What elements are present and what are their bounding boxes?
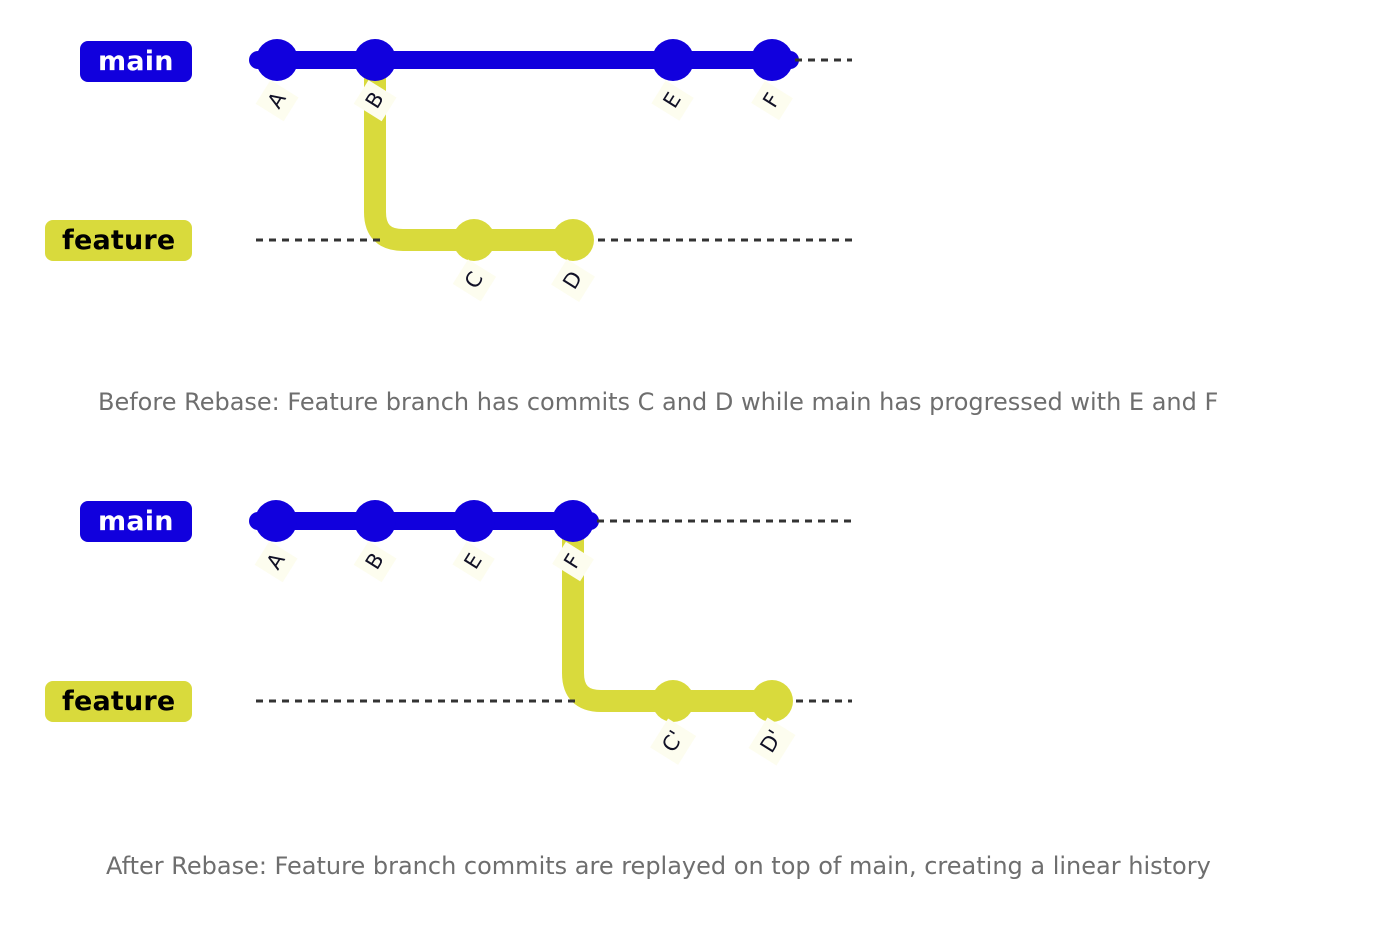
d2-branch-badge-feature[interactable]: feature	[45, 681, 193, 722]
d1-commit-label-f-text: F	[751, 80, 793, 121]
d1-commit-node-d[interactable]	[552, 219, 594, 261]
d2-branch-badge-main-label: main	[98, 506, 174, 537]
d1-commit-node-e[interactable]	[652, 39, 694, 81]
d2-commit-node-c-prime[interactable]	[652, 680, 694, 722]
d1-commit-label-e-text: E	[651, 80, 695, 121]
caption-before-rebase: Before Rebase: Feature branch has commit…	[98, 388, 1219, 416]
d1-commit-label-e: E	[649, 80, 697, 121]
d1-commit-node-a[interactable]	[256, 39, 298, 81]
d1-branch-badge-feature[interactable]: feature	[45, 220, 193, 261]
d1-commit-label-d: D	[549, 258, 597, 303]
d2-branch-badge-feature-label: feature	[62, 686, 176, 717]
d2-branch-badge-main[interactable]: main	[80, 501, 192, 542]
d2-commit-label-a-text: A	[254, 540, 298, 583]
d2-commit-label-f: F	[549, 541, 597, 582]
d1-branch-badge-feature-label: feature	[62, 225, 176, 256]
d1-commit-node-f[interactable]	[751, 39, 793, 81]
d1-feature-branch-line	[364, 60, 573, 251]
d2-commit-label-b-text: B	[353, 540, 397, 583]
d1-commit-node-c[interactable]	[453, 219, 495, 261]
d1-commit-label-f: F	[748, 80, 796, 121]
d1-commit-label-a-text: A	[255, 79, 299, 122]
d1-commit-node-b[interactable]	[354, 39, 396, 81]
d2-commit-node-f[interactable]	[552, 500, 594, 542]
d2-commit-label-b: B	[351, 540, 399, 583]
d1-branch-badge-main-label: main	[98, 46, 174, 77]
d1-commit-label-c-text: C	[452, 259, 496, 302]
d1-commit-label-c: C	[450, 259, 498, 302]
d2-commit-label-d-prime: D'	[748, 717, 796, 766]
d2-commit-node-d-prime[interactable]	[751, 680, 793, 722]
d1-commit-label-a: A	[253, 79, 301, 122]
d2-commit-label-c-prime-text: C'	[649, 718, 697, 765]
d2-commit-node-a[interactable]	[255, 500, 297, 542]
d2-feature-branch-line	[562, 521, 772, 712]
d2-commit-node-e[interactable]	[453, 500, 495, 542]
d2-commit-label-f-text: F	[552, 541, 594, 582]
d1-branch-badge-main[interactable]: main	[80, 41, 192, 82]
caption-after-rebase: After Rebase: Feature branch commits are…	[106, 852, 1211, 880]
d1-commit-label-b-text: B	[353, 79, 397, 122]
d2-commit-label-a: A	[252, 540, 300, 583]
d2-commit-node-b[interactable]	[354, 500, 396, 542]
d2-commit-label-e-text: E	[452, 541, 496, 582]
d2-commit-label-c-prime: C'	[649, 718, 697, 765]
d1-commit-label-d-text: D	[551, 258, 595, 303]
d2-commit-label-e: E	[450, 541, 498, 582]
d1-commit-label-b: B	[351, 79, 399, 122]
